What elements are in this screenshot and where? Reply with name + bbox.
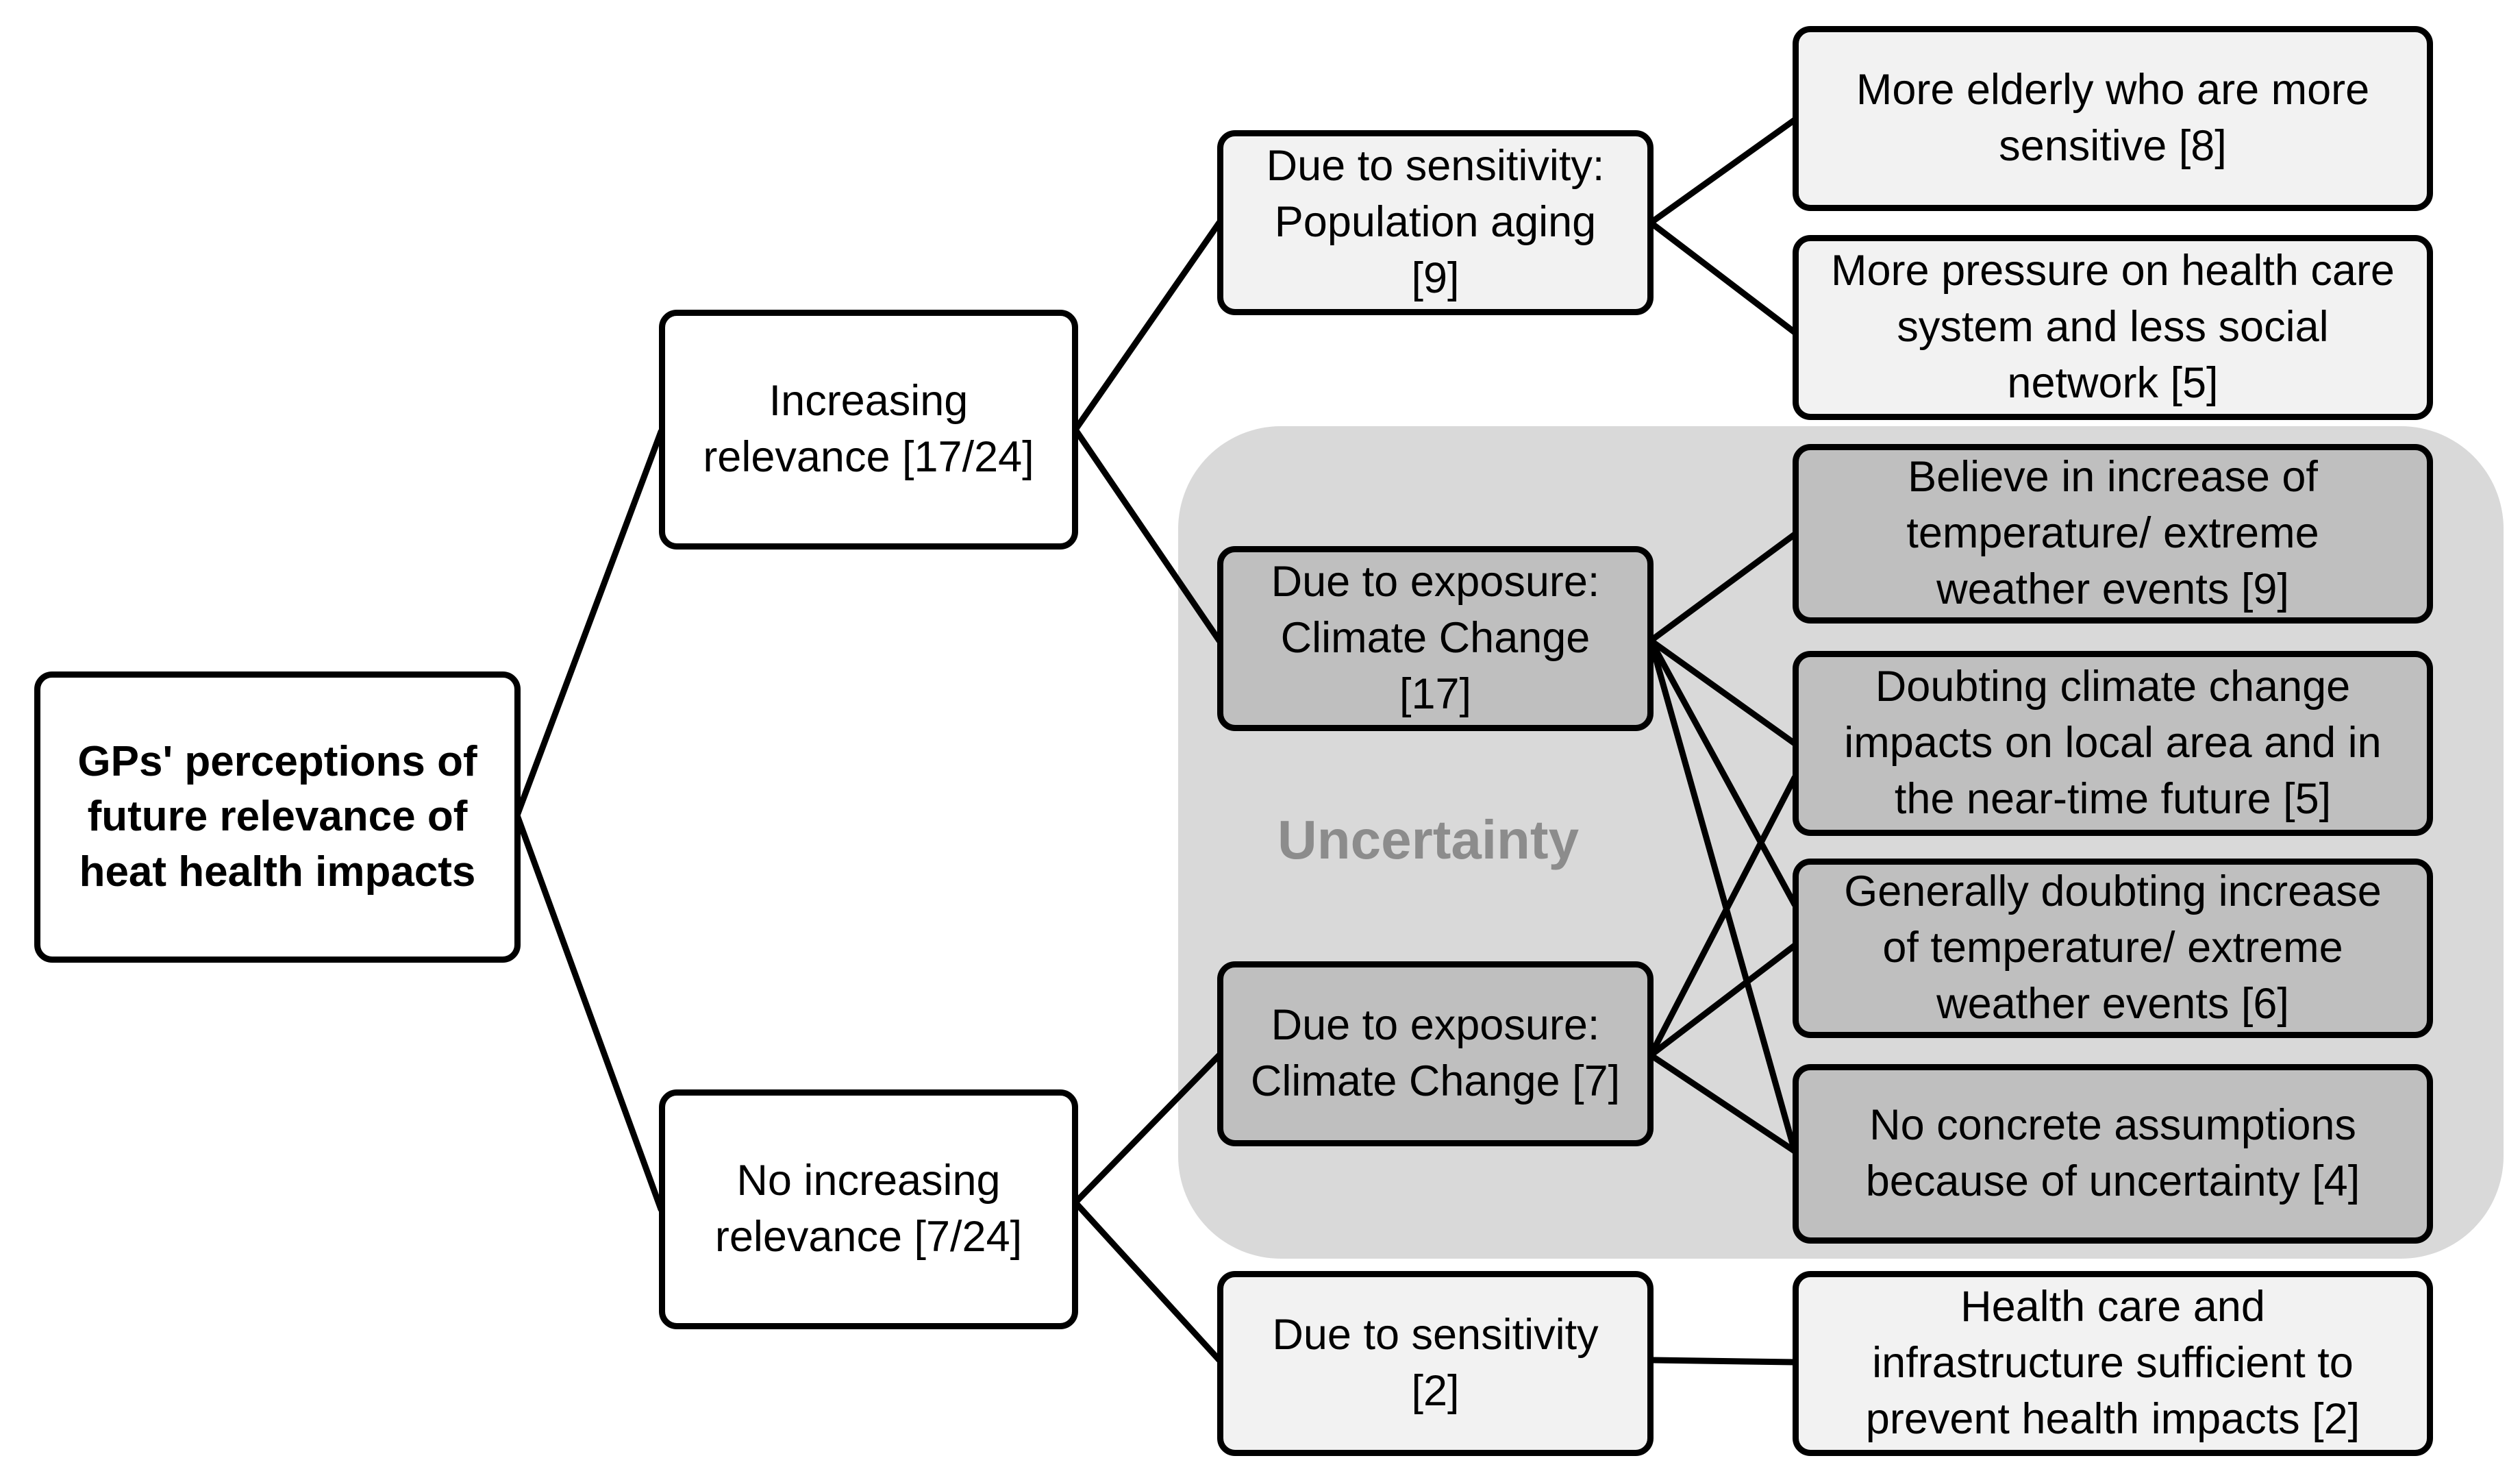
root-node: GPs' perceptions of future relevance of … — [34, 671, 521, 963]
branch-no-increasing-relevance: No increasing relevance [7/24] — [659, 1089, 1078, 1329]
connector-exp7-doubting-general — [1647, 942, 1798, 1059]
connector-exp17-doubting-general — [1647, 637, 1798, 908]
reason-exposure-climate-change-17: Due to exposure: Climate Change [17] — [1217, 546, 1654, 731]
connector-increasing-aging — [1072, 219, 1223, 433]
reason-exposure-climate-change-7: Due to exposure: Climate Change [7] — [1217, 961, 1654, 1146]
connector-sensitivity2-sufficient — [1647, 1357, 1798, 1366]
outcome-doubting-general: Generally doubting increase of temperatu… — [1793, 859, 2433, 1038]
outcome-more-pressure: More pressure on health care system and … — [1793, 235, 2433, 420]
outcome-doubting-local: Doubting climate change impacts on local… — [1793, 651, 2433, 836]
connector-exp17-no-assumptions — [1647, 637, 1798, 1155]
branch-increasing-relevance: Increasing relevance [17/24] — [659, 310, 1078, 550]
connector-exp17-believe — [1647, 531, 1798, 644]
connector-root-increasing — [514, 428, 664, 819]
reason-sensitivity-2: Due to sensitivity [2] — [1217, 1271, 1654, 1456]
connector-aging-elderly — [1647, 116, 1798, 226]
outcome-health-care-sufficient: Health care and infrastructure sufficien… — [1793, 1271, 2433, 1456]
outcome-believe-increase: Believe in increase of temperature/ extr… — [1793, 444, 2433, 624]
outcome-more-elderly: More elderly who are more sensitive [8] — [1793, 26, 2433, 211]
outcome-no-concrete-assumptions: No concrete assumptions because of uncer… — [1793, 1064, 2433, 1244]
connector-noinc-exposure7 — [1072, 1052, 1223, 1206]
uncertainty-label: Uncertainty — [1277, 809, 1580, 870]
connector-exp17-doubting-local — [1647, 637, 1798, 747]
connector-exp7-no-assumptions — [1647, 1052, 1798, 1155]
connector-aging-pressure — [1647, 219, 1798, 336]
connector-noinc-sensitivity2 — [1072, 1199, 1223, 1364]
connector-increasing-exposure17 — [1072, 426, 1223, 644]
connector-exp7-doubting-local — [1647, 774, 1798, 1059]
reason-sensitivity-population-aging: Due to sensitivity: Population aging [9] — [1217, 130, 1654, 315]
connector-root-no-increasing — [514, 812, 664, 1213]
